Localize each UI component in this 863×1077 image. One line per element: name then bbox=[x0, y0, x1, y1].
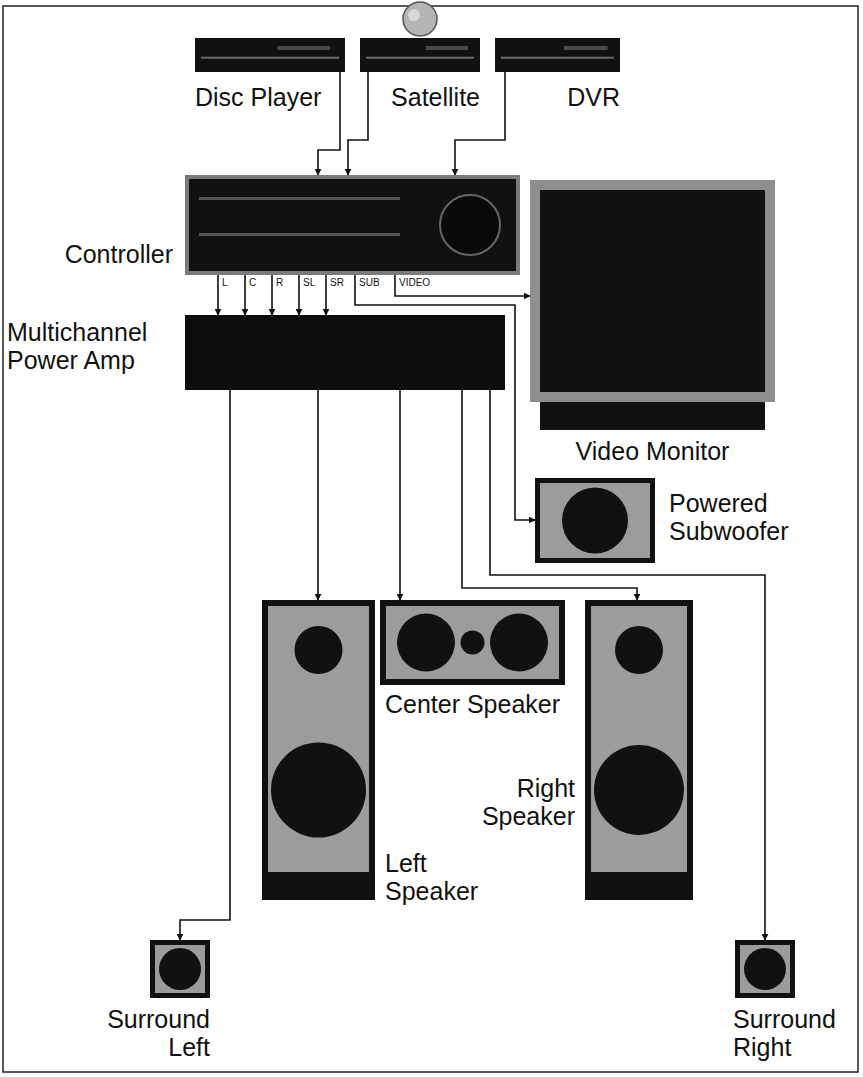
signal-wire bbox=[325, 275, 327, 315]
amp-drawing bbox=[185, 315, 505, 390]
node-label: Disc Player bbox=[195, 84, 321, 112]
left-speaker: Left Speaker bbox=[262, 600, 375, 900]
node-label: Controller bbox=[65, 241, 173, 269]
signal-wire bbox=[348, 72, 368, 175]
signal-wire bbox=[271, 275, 273, 315]
channel-label: R bbox=[275, 278, 284, 288]
sub-drawing bbox=[535, 478, 655, 563]
signal-wire bbox=[317, 390, 319, 600]
source-drawing bbox=[495, 38, 620, 72]
node-label: Surround Right bbox=[733, 1006, 851, 1061]
node-label: Video Monitor bbox=[530, 438, 775, 466]
signal-wire bbox=[298, 275, 300, 315]
subwoofer: Powered Subwoofer bbox=[535, 478, 655, 563]
channel-label: SL bbox=[302, 278, 316, 288]
dish-highlight bbox=[408, 9, 420, 21]
signal-wire bbox=[490, 390, 765, 940]
center-speaker: Center Speaker bbox=[380, 600, 565, 685]
signal-wire bbox=[399, 390, 401, 600]
power-amp: Multichannel Power Amp bbox=[185, 315, 505, 390]
surround-drawing bbox=[150, 940, 210, 998]
tower-drawing bbox=[262, 600, 375, 900]
node-label: Surround Left bbox=[80, 1006, 210, 1061]
source-drawing bbox=[195, 38, 345, 72]
channel-label: C bbox=[248, 278, 257, 288]
channel-label: SUB bbox=[358, 278, 381, 288]
channel-label: VIDEO bbox=[398, 278, 431, 288]
channel-label: SR bbox=[329, 278, 345, 288]
node-label: Powered Subwoofer bbox=[669, 490, 794, 545]
surround-drawing bbox=[735, 940, 795, 998]
surround-left-speaker: Surround Left bbox=[150, 940, 210, 998]
node-label: Multichannel Power Amp bbox=[7, 319, 175, 374]
signal-wire bbox=[217, 275, 219, 315]
signal-wire bbox=[180, 390, 230, 940]
node-label: DVR bbox=[567, 84, 620, 112]
right-speaker: Right Speaker bbox=[585, 600, 693, 900]
center-drawing bbox=[380, 600, 565, 685]
channel-label: L bbox=[221, 278, 229, 288]
outer-frame bbox=[3, 6, 858, 1072]
satellite-dish bbox=[403, 2, 437, 36]
controller-drawing bbox=[185, 175, 520, 275]
node-label: Left Speaker bbox=[385, 850, 485, 905]
signal-wire bbox=[244, 275, 246, 315]
monitor-drawing bbox=[530, 180, 775, 430]
satellite-receiver: Satellite bbox=[360, 38, 480, 72]
tower-drawing bbox=[585, 600, 693, 900]
signal-wire bbox=[355, 275, 535, 520]
signal-wire bbox=[395, 275, 530, 296]
disc-player: Disc Player bbox=[195, 38, 345, 72]
video-monitor: Video Monitor bbox=[530, 180, 775, 430]
controller-unit: Controller bbox=[185, 175, 520, 275]
node-label: Center Speaker bbox=[380, 691, 565, 719]
surround-right-speaker: Surround Right bbox=[735, 940, 795, 998]
dvr-box: DVR bbox=[495, 38, 620, 72]
node-label: Right Speaker bbox=[475, 775, 575, 830]
node-label: Satellite bbox=[391, 84, 480, 112]
source-drawing bbox=[360, 38, 480, 72]
